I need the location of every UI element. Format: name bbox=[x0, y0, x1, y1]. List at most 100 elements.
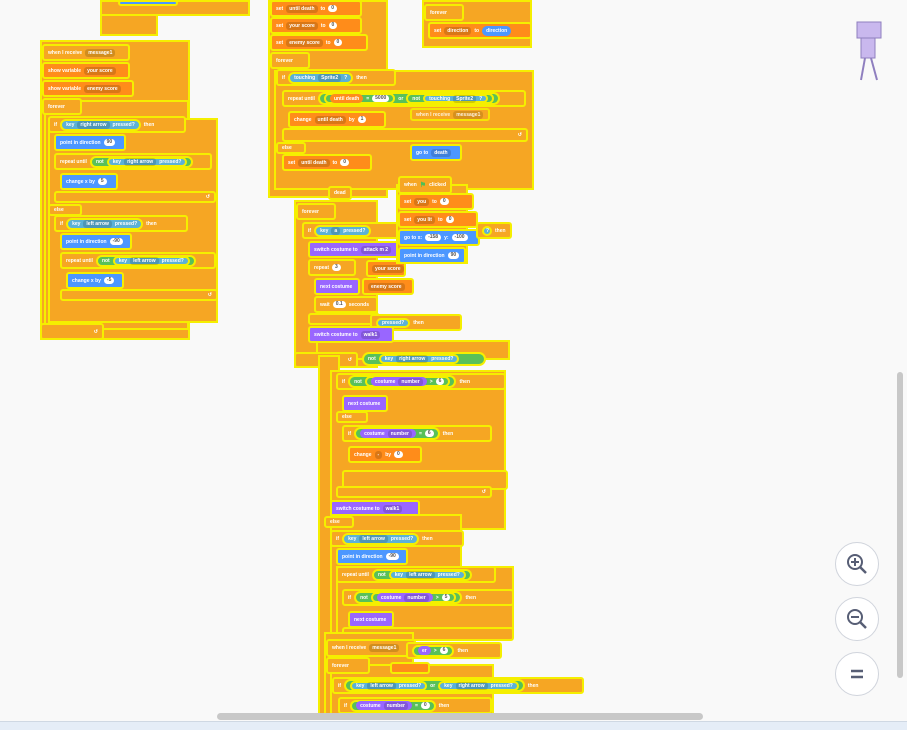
value-input[interactable]: 0 bbox=[445, 216, 455, 223]
until-death-reporter[interactable]: until death bbox=[329, 94, 364, 103]
costume-dropdown[interactable]: walk1 bbox=[382, 504, 403, 513]
key-dropdown[interactable]: left arrow bbox=[130, 256, 159, 265]
set-you-lit-0[interactable]: set you lit to 0 bbox=[398, 211, 478, 228]
key-dropdown[interactable]: a bbox=[331, 226, 341, 235]
key-pressed-reporter[interactable]: key left arrow pressed? bbox=[112, 255, 190, 266]
variable-dropdown[interactable]: enemy score bbox=[84, 84, 121, 93]
repeat-until-not-right[interactable]: repeat until not key right arrow pressed… bbox=[54, 153, 212, 170]
wait-0-1-seconds[interactable]: wait 0.1 seconds bbox=[314, 296, 378, 313]
point-in-direction-neg90[interactable]: point in direction -90 bbox=[336, 548, 408, 565]
point-in-direction-neg90[interactable]: point in direction -90 bbox=[60, 233, 132, 250]
forever-block[interactable]: forever bbox=[270, 52, 310, 69]
variable-dropdown[interactable]: your score bbox=[372, 264, 404, 273]
costume-number-reporter[interactable]: costume number bbox=[376, 593, 433, 602]
value-input[interactable]: 0 bbox=[328, 22, 338, 29]
value-input[interactable]: 5 bbox=[441, 594, 451, 601]
key-pressed-reporter[interactable]: key left arrow pressed? bbox=[350, 680, 428, 691]
costume-number-reporter[interactable]: costume number bbox=[370, 377, 427, 386]
horizontal-scrollbar[interactable] bbox=[217, 713, 703, 720]
switch-costume-walk1[interactable]: switch costume to walk1 bbox=[308, 326, 394, 343]
key-dropdown[interactable]: left arrow bbox=[367, 681, 396, 690]
value-input[interactable]: 0 bbox=[420, 702, 430, 709]
or-operator[interactable]: until death = 5000 or not touching Sprit… bbox=[317, 92, 501, 105]
value-input[interactable]: 1 bbox=[357, 116, 367, 123]
change-x-by-neg5[interactable]: change x by -5 bbox=[66, 272, 124, 289]
not-key-right-fragment[interactable]: not key right arrow pressed? bbox=[362, 352, 486, 366]
set-direction-to-direction[interactable]: set direction to direction bbox=[428, 22, 532, 39]
repeat-count-input[interactable]: 3 bbox=[332, 264, 341, 271]
enemy-score-fragment[interactable]: enemy score bbox=[362, 278, 414, 295]
equals-operator[interactable]: costume number = 6 bbox=[354, 427, 440, 440]
costume-dropdown[interactable]: walk1 bbox=[360, 330, 381, 339]
go-to-death[interactable]: go to death bbox=[410, 144, 462, 161]
else-label-block[interactable]: else bbox=[336, 411, 368, 423]
value-input[interactable]: 6 bbox=[435, 378, 445, 385]
key-dropdown[interactable]: left arrow bbox=[406, 570, 435, 579]
point-in-direction-90[interactable]: point in direction 90 bbox=[54, 134, 126, 151]
repeat-end-cap[interactable]: ↺ bbox=[54, 191, 216, 203]
repeat-end-cap[interactable]: ↺ bbox=[282, 128, 528, 142]
show-variable-your-score[interactable]: show variable your score bbox=[42, 62, 130, 79]
set-until-death-0-else[interactable]: set until death to 0 bbox=[282, 154, 372, 171]
wait-input[interactable]: 0.1 bbox=[332, 301, 346, 308]
key-dropdown[interactable]: right arrow bbox=[396, 355, 429, 363]
variable-dropdown[interactable]: enemy score bbox=[368, 282, 405, 291]
reporter-fragment[interactable]: er bbox=[418, 646, 431, 655]
forever-block[interactable]: forever bbox=[42, 98, 82, 115]
your-score-fragment[interactable]: your score bbox=[366, 260, 406, 277]
not-operator[interactable]: not costume number > 5 bbox=[354, 591, 463, 604]
key-pressed-reporter[interactable]: key right arrow pressed? bbox=[60, 118, 141, 131]
target-dropdown[interactable]: death bbox=[431, 148, 451, 157]
if-fragment-gt-6[interactable]: er > 6 then bbox=[406, 642, 502, 659]
if-left-or-right[interactable]: if key left arrow pressed? or key right … bbox=[332, 677, 584, 694]
not-operator[interactable]: not key left arrow pressed? bbox=[95, 254, 196, 267]
set-enemy-score-0[interactable]: set enemy score to 0 bbox=[270, 34, 368, 51]
sprite-dropdown[interactable]: Sprite2 bbox=[453, 94, 477, 103]
forever-end-cap[interactable]: ↺ bbox=[40, 323, 104, 340]
value-input[interactable]: 6 bbox=[424, 430, 434, 437]
when-i-receive-hat[interactable]: when I receive message1 bbox=[326, 639, 416, 657]
dead-label-block[interactable]: dead bbox=[328, 186, 352, 200]
forever-block[interactable]: forever bbox=[296, 203, 336, 220]
variable-dropdown[interactable]: you lit bbox=[414, 215, 435, 224]
x-input[interactable]: -5 bbox=[103, 277, 115, 284]
when-flag-clicked-hat[interactable]: when ⚑ clicked bbox=[398, 176, 452, 194]
not-operator[interactable]: not touching Sprite2 ? bbox=[406, 93, 495, 104]
key-dropdown[interactable]: right arrow bbox=[455, 681, 488, 690]
sprite-dropdown[interactable]: Sprite2 bbox=[318, 73, 342, 82]
set-until-death-0[interactable]: set until death to 0 bbox=[270, 0, 362, 17]
variable-dropdown[interactable]: direction bbox=[444, 26, 472, 35]
reporter-fragment[interactable]: ? bbox=[482, 225, 492, 236]
repeat-3[interactable]: repeat 3 bbox=[308, 259, 356, 276]
switch-costume-attack[interactable]: switch costume to attack m 2 bbox=[308, 241, 400, 258]
not-operator[interactable]: not key right arrow pressed? bbox=[89, 155, 194, 168]
go-to-xy[interactable]: go to x: -158 y: -100 bbox=[398, 229, 480, 246]
if-fragment-then[interactable]: ? then bbox=[476, 222, 512, 239]
value-input[interactable]: 0 bbox=[340, 159, 350, 166]
key-pressed-reporter[interactable]: key left arrow pressed? bbox=[388, 569, 466, 580]
costume-dropdown[interactable]: number bbox=[387, 429, 412, 438]
zoom-in-button[interactable] bbox=[835, 542, 879, 586]
if-not-costume-gt-6[interactable]: if not costume number > 6 then bbox=[336, 373, 506, 390]
key-dropdown[interactable]: left arrow bbox=[359, 534, 388, 543]
equals-operator[interactable]: costume number = 0 bbox=[350, 699, 436, 712]
direction-input[interactable]: 90 bbox=[103, 139, 116, 146]
value-input[interactable]: 6 bbox=[439, 647, 449, 654]
change-until-death-by-1[interactable]: change until death by 1 bbox=[288, 111, 386, 128]
variable-dropdown[interactable]: you bbox=[414, 197, 430, 206]
equals-operator[interactable]: until death = 5000 bbox=[323, 93, 396, 104]
costume-dropdown[interactable]: number bbox=[398, 377, 423, 386]
if-costume-eq-0[interactable]: if costume number = 0 then bbox=[338, 697, 492, 714]
repeat-until-not-left[interactable]: repeat until not key left arrow pressed? bbox=[336, 566, 496, 583]
key-pressed-reporter[interactable]: key a pressed? bbox=[314, 224, 372, 237]
key-pressed-reporter[interactable]: key left arrow pressed? bbox=[342, 532, 420, 545]
zoom-out-button[interactable] bbox=[835, 597, 879, 641]
repeat-end-cap[interactable]: ↺ bbox=[60, 289, 218, 301]
if-touching-sprite2[interactable]: if touching Sprite2 ? then bbox=[276, 69, 396, 86]
key-pressed-reporter[interactable]: key right arrow pressed? bbox=[378, 354, 460, 364]
value-input[interactable]: 0 bbox=[394, 451, 403, 458]
not-operator[interactable]: not costume number > 6 bbox=[348, 375, 457, 388]
key-pressed-reporter[interactable]: key right arrow pressed? bbox=[438, 680, 519, 691]
greater-operator[interactable]: costume number > 5 bbox=[370, 592, 457, 603]
